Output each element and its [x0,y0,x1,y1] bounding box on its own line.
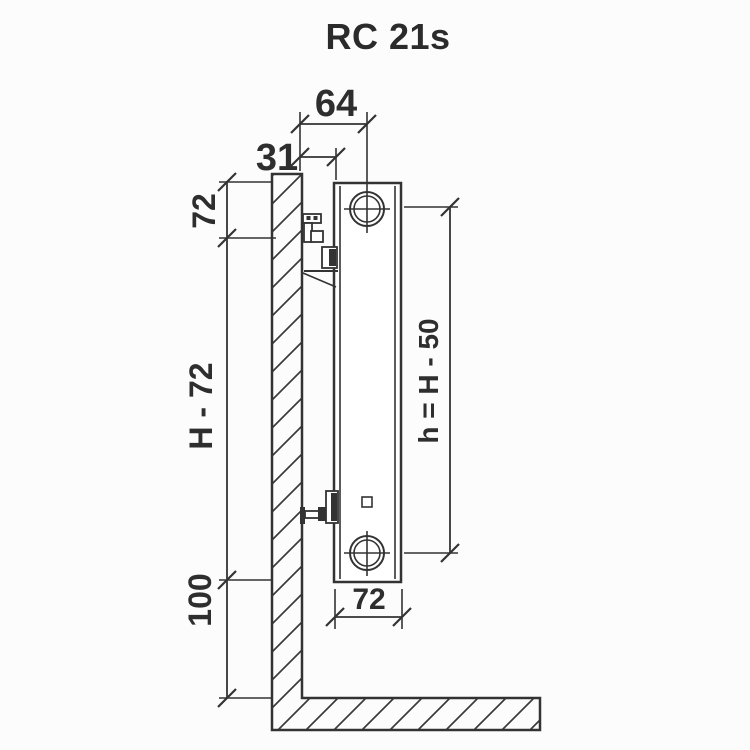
upper-bracket-screw-left [306,216,311,220]
upper-bracket-clip-insert [329,249,336,266]
upper-bracket-block [310,230,324,243]
wall-floor-hatched-area [270,172,542,732]
tick [392,607,412,627]
tick [440,197,460,217]
dim-label-100: 100 [182,573,218,626]
upper-bracket-support-line [302,272,337,288]
tick [440,543,460,563]
tick [325,607,345,627]
lower-bracket-nut [318,507,327,521]
upper-bracket-plate [302,213,322,224]
tick [326,147,346,167]
top-connection-port [344,112,390,233]
dim-label-connection-spacing: h = H - 50 [413,318,444,443]
tick [217,688,237,708]
lower-wall-bracket [300,490,339,524]
tick [290,114,310,134]
dim-wall-to-axis: 64 [290,83,377,171]
tick [217,172,237,192]
lower-bracket-pin [304,510,321,519]
drawing-title: RC 21s [325,16,451,57]
radiator-panel-outline [332,181,403,584]
dim-left-chain: 72 H - 72 100 [182,172,276,708]
tick [357,114,377,134]
dim-label-h-minus-72: H - 72 [183,362,219,449]
dim-connection-spacing: h = H - 50 [404,197,460,563]
radiator-body [332,112,403,584]
dim-wall-to-back: 31 [256,137,346,180]
lower-bracket-wall-anchor [300,507,305,524]
tick [290,147,310,167]
upper-wall-bracket [302,213,338,288]
dim-label-31: 31 [256,137,298,179]
dim-label-depth-72: 72 [352,583,385,616]
dim-label-64: 64 [315,83,357,125]
tick [217,228,237,248]
vent-plug-square [361,496,373,508]
lower-bracket-clip-insert [331,493,337,521]
upper-bracket-screw-right [313,216,318,220]
wall-and-floor-section [270,172,542,732]
dim-label-top-72: 72 [186,193,222,229]
dim-radiator-depth: 72 [325,583,412,629]
bottom-connection-port [344,531,390,576]
tick [217,570,237,590]
